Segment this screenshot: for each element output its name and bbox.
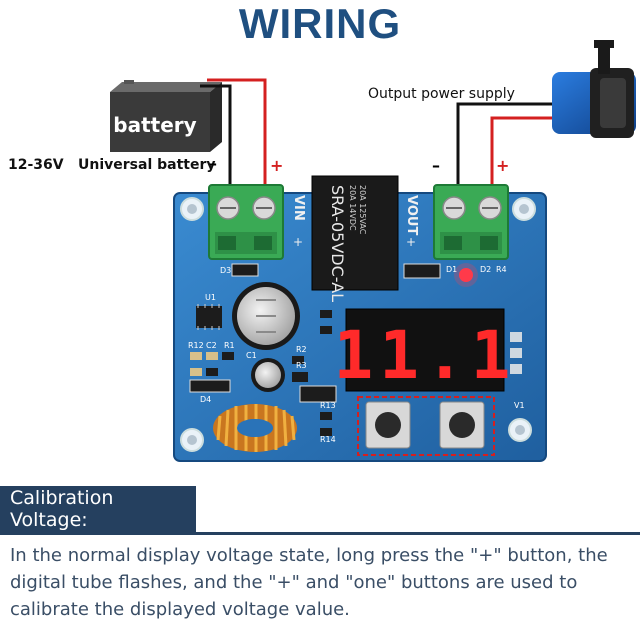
- pump-positive-wire: [490, 116, 552, 192]
- silk-v1: V1: [514, 401, 525, 410]
- output-power-supply-label: Output power supply: [368, 86, 515, 102]
- output-minus-sign: –: [432, 156, 440, 175]
- silk-r12: R12: [188, 341, 204, 350]
- battery-icon: [110, 80, 222, 152]
- plus-button[interactable]: [365, 401, 411, 449]
- silk-r2: R2: [296, 345, 307, 354]
- section-heading: Calibration Voltage:: [0, 486, 196, 532]
- output-terminal-block: [433, 184, 509, 260]
- silk-c1: C1: [246, 351, 257, 360]
- vin-silk-label: VIN: [291, 195, 306, 221]
- ic-chip-u1: [196, 304, 222, 330]
- voltage-range-label: 12-36V: [8, 157, 64, 173]
- vout-silk-label: VOUT: [404, 195, 419, 235]
- electrolytic-capacitor-large: [232, 282, 300, 350]
- battery-label: battery: [113, 113, 197, 137]
- battery-plus-sign: +: [270, 156, 284, 175]
- silk-d3: D3: [220, 266, 231, 275]
- universal-battery-label: Universal battery: [78, 157, 216, 173]
- pump-negative-wire: [456, 102, 552, 192]
- page-title: WIRING: [238, 0, 402, 47]
- section-description: In the normal display voltage state, lon…: [10, 545, 608, 620]
- battery-minus-sign: –: [209, 154, 217, 173]
- output-plus-sign: +: [496, 156, 510, 175]
- seven-segment-display: 11.1: [334, 308, 517, 394]
- toroid-inductor: [213, 404, 297, 452]
- relay-model-text: SRA-05VDC-AL: [328, 185, 347, 302]
- silk-d2: D2: [480, 265, 491, 274]
- silk-r4: R4: [496, 265, 507, 274]
- minus-button[interactable]: [439, 401, 485, 449]
- vin-plus-silk: +: [293, 235, 303, 249]
- relay-rating-text-2: 20A 125VAC: [358, 185, 367, 235]
- silk-c2: C2: [206, 341, 217, 350]
- input-terminal-block: [208, 184, 284, 260]
- water-pump-icon: [552, 40, 636, 138]
- buttons-highlight-box: [357, 396, 495, 456]
- silk-r14: R14: [320, 435, 336, 444]
- silk-r3: R3: [296, 361, 307, 370]
- silk-r1: R1: [224, 341, 235, 350]
- vout-plus-silk: +: [406, 235, 416, 249]
- silk-u1: U1: [205, 293, 216, 302]
- smd-components: [189, 263, 522, 436]
- battery-negative-wire: [200, 84, 232, 195]
- silk-d4: D4: [200, 395, 211, 404]
- section-divider: [0, 532, 640, 535]
- relay-rating-text-1: 20A 14VDC: [348, 185, 357, 231]
- electrolytic-capacitor-small: [251, 358, 285, 392]
- silk-d1: D1: [446, 265, 457, 274]
- relay-component: SRA-05VDC-AL 20A 14VDC 20A 125VAC: [311, 175, 399, 302]
- silk-r13: R13: [320, 401, 336, 410]
- wiring-diagram: SRA-05VDC-AL 20A 14VDC 20A 125VAC VIN VO…: [110, 40, 636, 462]
- led-indicator: [459, 268, 473, 282]
- battery-positive-wire: [207, 78, 267, 195]
- display-readout: 11.1: [334, 317, 517, 394]
